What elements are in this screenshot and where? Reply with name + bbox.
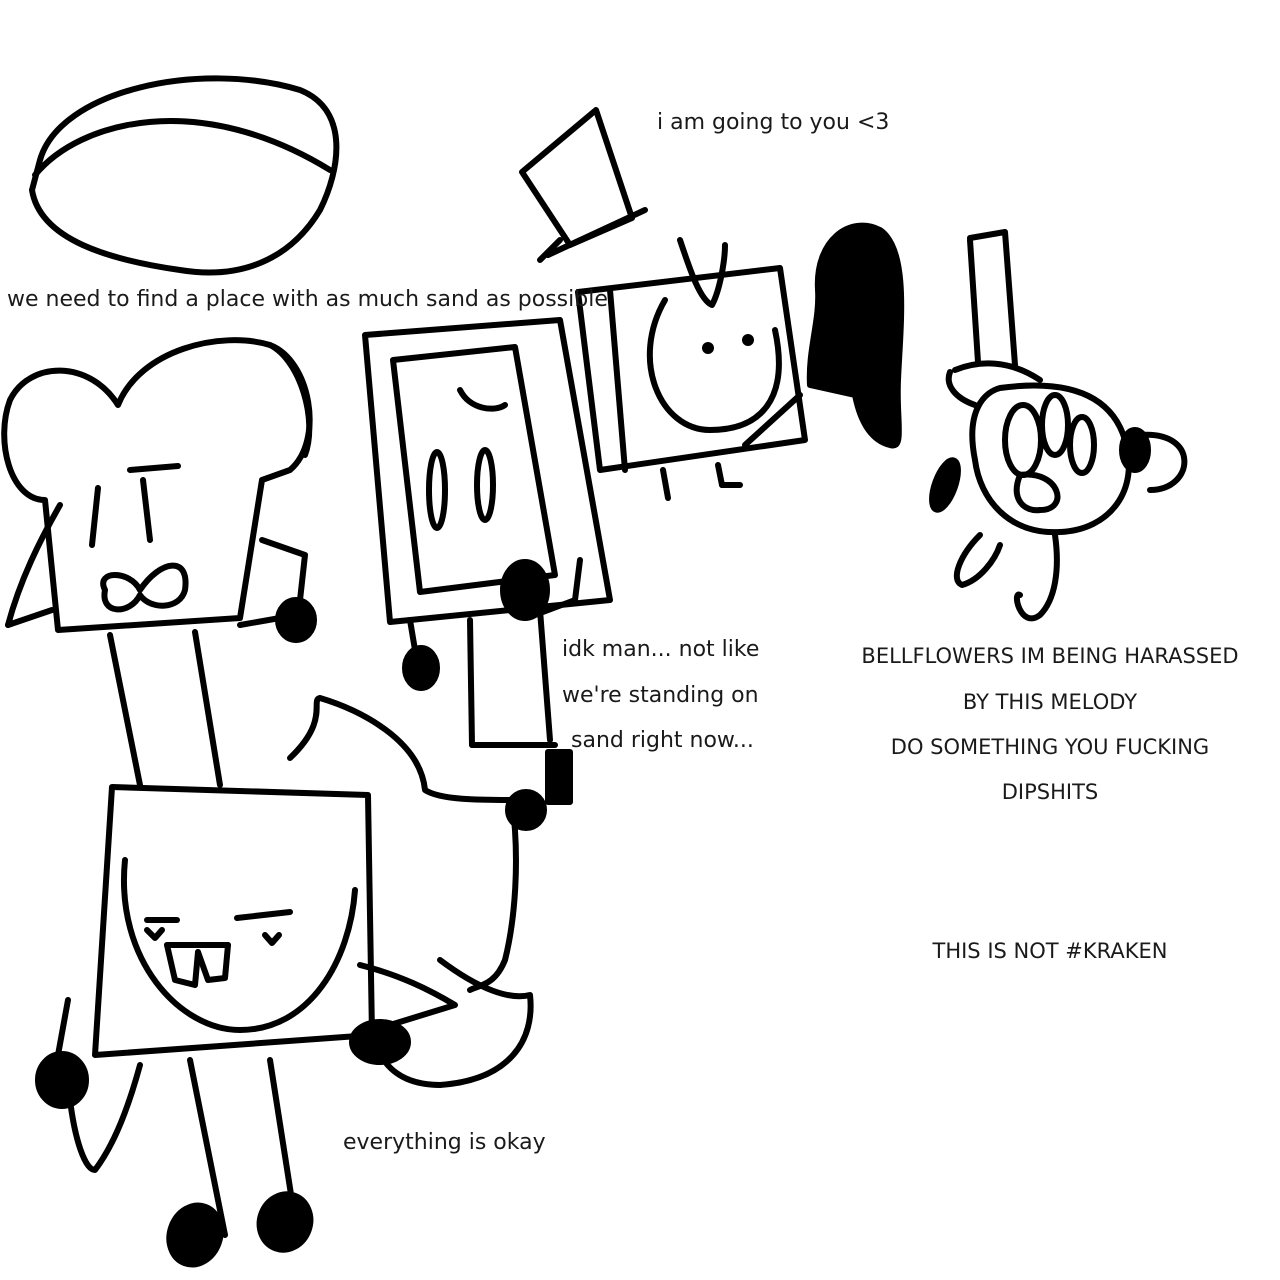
top-hat <box>519 107 648 263</box>
caption-idk-man-line-1: idk man... not like <box>562 637 760 662</box>
caption-bellflowers-line-1: BELLFLOWERS IM BEING HARASSED <box>861 644 1239 668</box>
black-drip-shape <box>806 222 905 449</box>
bread-character <box>1 337 317 788</box>
bottom-square-character <box>35 784 458 1268</box>
caption-idk-man-line-3: sand right now... <box>571 728 754 753</box>
caption-bellflowers-line-4: DIPSHITS <box>1001 780 1099 804</box>
caption-going-to-you: i am going to you <3 <box>657 110 890 135</box>
flame-fin <box>287 695 547 1088</box>
square-character <box>575 237 808 501</box>
caption-find-sand: we need to find a place with as much san… <box>7 287 608 312</box>
caption-not-kraken: THIS IS NOT #KRAKEN <box>932 939 1168 963</box>
caption-bellflowers-line-2: BY THIS MELODY <box>962 690 1138 714</box>
caption-idk-man-line-2: we're standing on <box>562 683 759 708</box>
caption-everything-okay: everything is okay <box>343 1130 546 1155</box>
caption-bellflowers-line-3: DO SOMETHING YOU FUCKING <box>890 735 1210 759</box>
round-character <box>929 229 1188 622</box>
phone-character <box>362 317 613 805</box>
floating-blob <box>29 75 340 276</box>
